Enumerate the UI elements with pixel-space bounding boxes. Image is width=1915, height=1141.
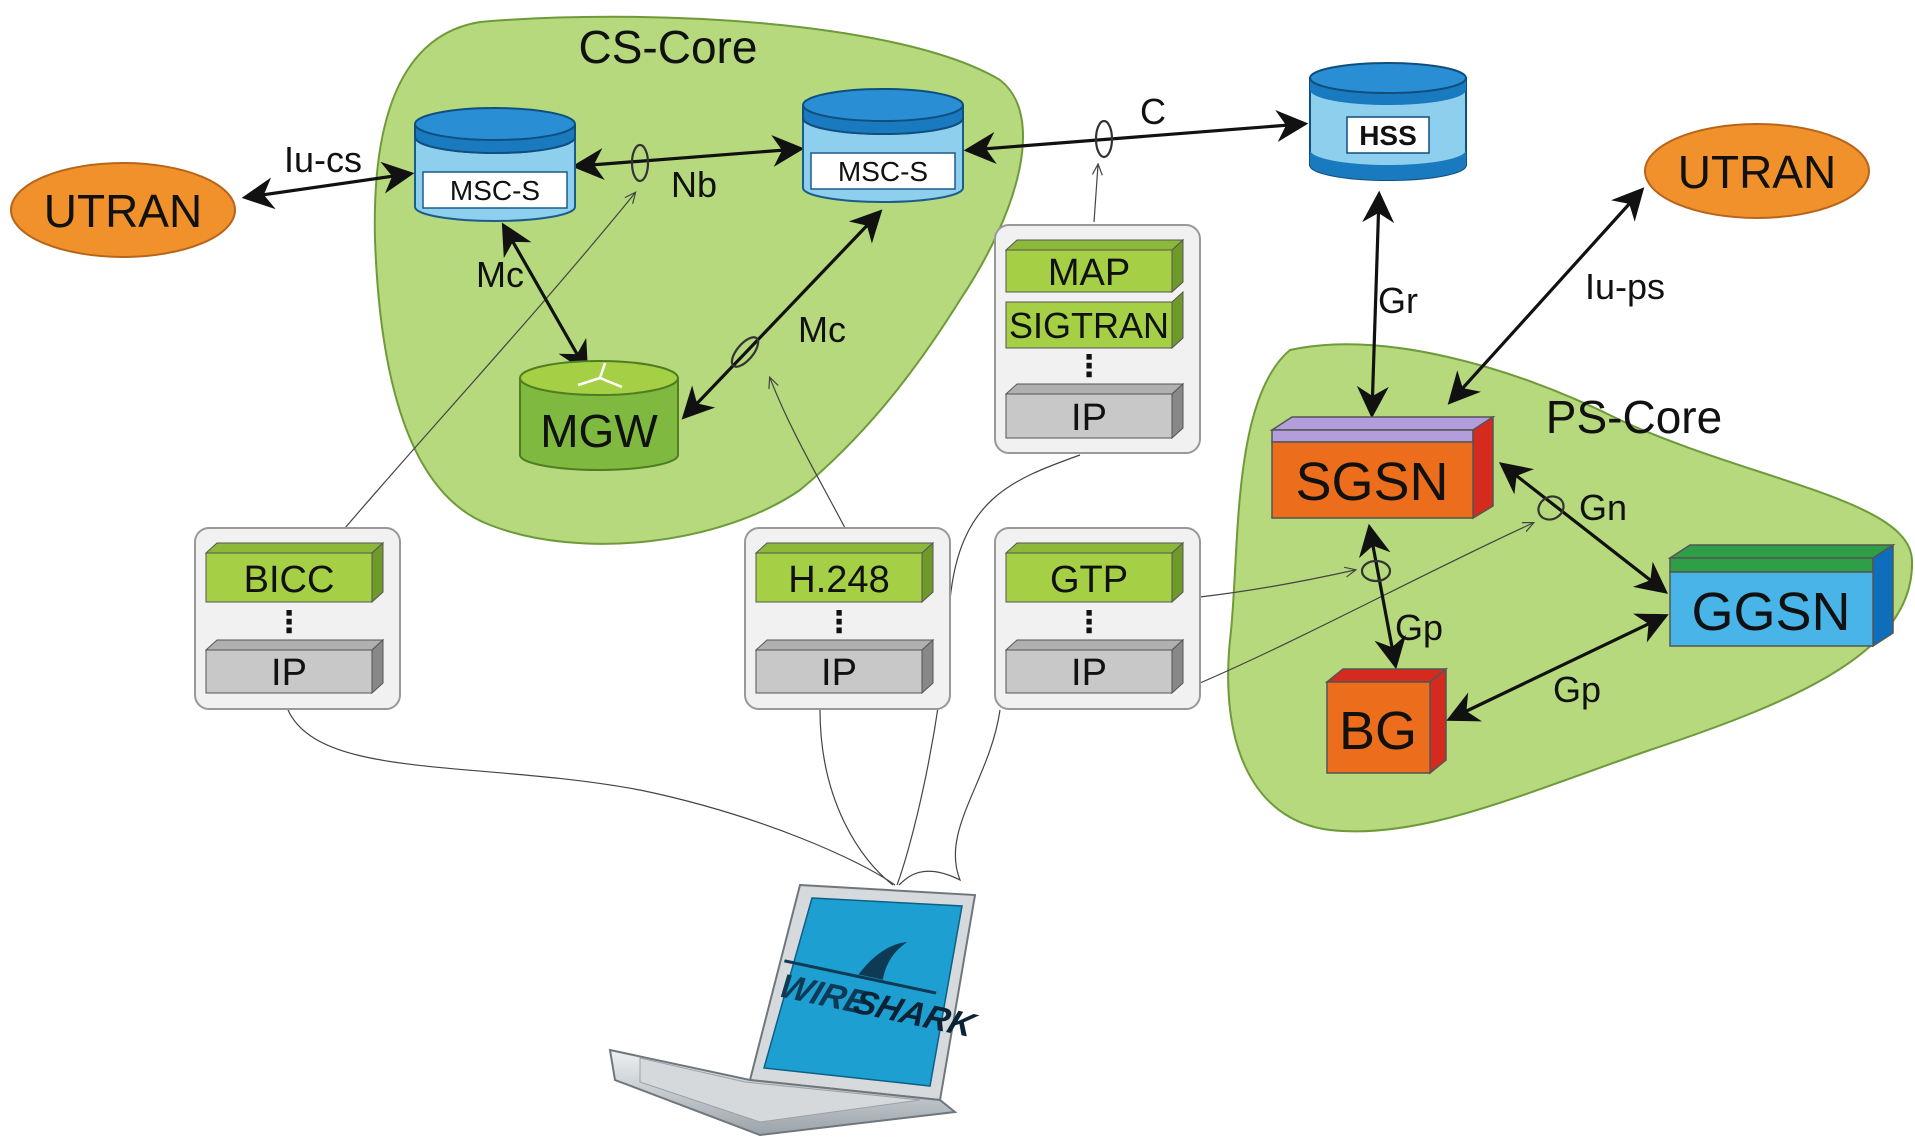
gtp-ip-label: IP [1071,652,1107,694]
interface-arrows [241,110,1669,722]
h248-ip-label: IP [821,652,857,694]
stack-gtp: GTP ⋮ IP [994,527,1201,710]
gp-label-2: Gp [1553,669,1601,710]
bicc-label: BICC [244,559,335,601]
hss-node: HSS [1309,62,1467,181]
nb-label: Nb [671,164,717,205]
gtp-label: GTP [1050,559,1128,601]
gn-label: Gn [1579,487,1627,528]
h248-label: H.248 [788,559,889,601]
tap-rings [630,119,1565,583]
ggsn-node: GGSN [1667,543,1896,648]
gp-label-1: Gp [1395,607,1443,648]
gtp-dots: ⋮ [1074,606,1104,639]
msc-s-node-1: MSC-S [414,107,576,222]
iu-cs-label: Iu-cs [284,139,362,180]
sigtran-label: SIGTRAN [1009,305,1169,346]
mgw-node: MGW [519,360,679,471]
utran-right-label: UTRAN [1678,146,1836,198]
hss-label: HSS [1359,120,1417,151]
mc-label-1: Mc [476,254,524,295]
mgw-label: MGW [540,405,658,457]
msc-s-node-2: MSC-S [802,88,964,203]
utran-right: UTRAN [1644,123,1870,219]
iu-ps-label: Iu-ps [1585,266,1665,307]
c-label: C [1140,91,1166,132]
stack-map: MAP SIGTRAN ⋮ IP [994,224,1201,454]
h248-dots: ⋮ [824,606,854,639]
ggsn-label: GGSN [1691,582,1850,642]
map-label: MAP [1048,252,1130,294]
bg-node: BG [1324,667,1449,775]
bicc-dots: ⋮ [274,606,304,639]
ps-core-label: PS-Core [1546,391,1722,443]
utran-left-label: UTRAN [44,185,202,237]
cs-core-label: CS-Core [579,21,758,73]
map-ip-label: IP [1071,397,1107,439]
map-dots: ⋮ [1074,350,1104,383]
mc-label-2: Mc [798,309,846,350]
msc-s-label-2: MSC-S [838,156,928,187]
mgw-arrows-icon [577,362,623,389]
sgsn-label: SGSN [1295,452,1448,512]
msc-s-label-1: MSC-S [450,175,540,206]
gr-label: Gr [1378,280,1418,321]
stack-h248: H.248 ⋮ IP [744,527,951,710]
stack-bicc: BICC ⋮ IP [194,527,401,710]
bicc-ip-label: IP [271,652,307,694]
utran-left: UTRAN [10,162,236,258]
bg-label: BG [1339,701,1417,761]
laptop-wireshark: WIRE SHARK [608,883,982,1137]
sgsn-node: SGSN [1269,415,1496,520]
